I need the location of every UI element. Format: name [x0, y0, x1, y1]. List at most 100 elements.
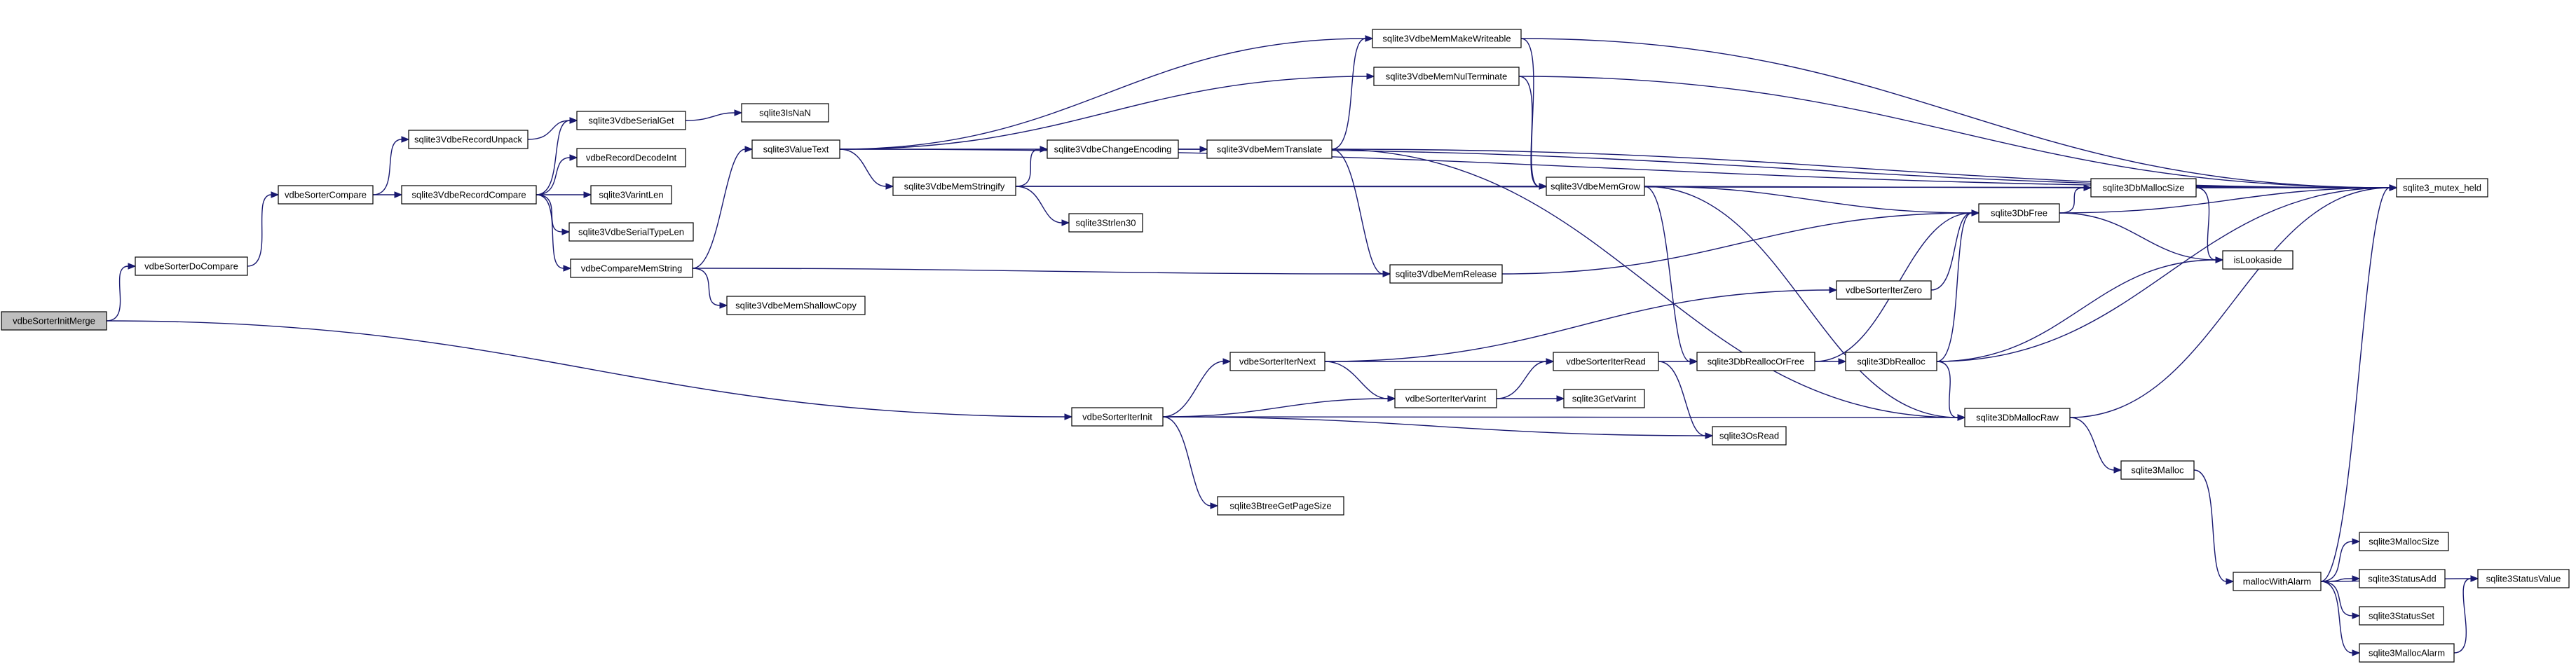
node-label: sqlite3VdbeMemMakeWriteable	[1382, 34, 1511, 44]
node-sqlite3-vdbe-mem-shallow-copy[interactable]: sqlite3VdbeMemShallowCopy	[726, 296, 866, 315]
edge-sqlite3-vdbe-serial-get-to-sqlite3-is-na-n	[685, 109, 743, 121]
node-box	[590, 185, 672, 205]
node-box	[1206, 139, 1333, 159]
node-sqlite3-vdbe-mem-translate[interactable]: sqlite3VdbeMemTranslate	[1206, 139, 1333, 159]
node-label: sqlite3VarintLen	[599, 190, 663, 200]
node-sqlite3-vdbe-mem-grow[interactable]: sqlite3VdbeMemGrow	[1546, 177, 1645, 196]
node-box	[1372, 29, 1522, 48]
node-sqlite3-vdbe-record-unpack[interactable]: sqlite3VdbeRecordUnpack	[408, 130, 529, 149]
node-sqlite3-value-text[interactable]: sqlite3ValueText	[751, 139, 840, 159]
node-sqlite3-vdbe-mem-stringify[interactable]: sqlite3VdbeMemStringify	[892, 177, 1016, 196]
node-label: vdbeSorterDoCompare	[144, 261, 238, 272]
edge-sqlite3-vdbe-mem-stringify-to-sqlite3-vdbe-change-encoding	[1015, 146, 1049, 187]
edge-vdbe-sorter-iter-init-to-sqlite3-os-read	[1162, 416, 1714, 439]
node-vdbe-sorter-iter-init[interactable]: vdbeSorterIterInit	[1071, 407, 1164, 427]
node-box	[570, 258, 693, 278]
edge-vdbe-sorter-init-merge-to-vdbe-sorter-iter-init	[106, 320, 1073, 420]
node-sqlite3-db-free[interactable]: sqlite3DbFree	[1978, 203, 2060, 223]
node-sqlite3-db-malloc-raw[interactable]: sqlite3DbMallocRaw	[1964, 408, 2071, 427]
node-sqlite3-db-realloc[interactable]: sqlite3DbRealloc	[1845, 352, 1937, 371]
node-box	[1563, 389, 1645, 408]
edge-vdbe-sorter-iter-init-to-sqlite3-db-malloc-raw	[1162, 414, 1966, 421]
node-box	[135, 256, 248, 276]
node-label: vdbeSorterIterNext	[1239, 357, 1316, 367]
node-sqlite3-vdbe-mem-nul-terminate[interactable]: sqlite3VdbeMemNulTerminate	[1373, 67, 1520, 86]
node-label: sqlite3VdbeChangeEncoding	[1054, 144, 1172, 155]
node-box	[408, 130, 529, 149]
node-sqlite3-os-read[interactable]: sqlite3OsRead	[1712, 426, 1787, 446]
edge-vdbe-sorter-iter-init-to-sqlite3-btree-get-page-size	[1162, 416, 1219, 509]
node-vdbe-record-decode-int[interactable]: vdbeRecordDecodeInt	[576, 148, 686, 167]
node-label: sqlite3_mutex_held	[2403, 183, 2481, 193]
node-label: sqlite3ValueText	[763, 144, 829, 155]
edge-vdbe-sorter-iter-next-to-vdbe-sorter-iter-read	[1324, 358, 1555, 365]
edge-sqlite3-vdbe-mem-grow-to-sqlite3-db-realloc-or-free	[1644, 186, 1698, 365]
node-box	[2359, 532, 2449, 551]
node-vdbe-sorter-iter-varint[interactable]: vdbeSorterIterVarint	[1394, 389, 1497, 408]
node-vdbe-sorter-compare[interactable]: vdbeSorterCompare	[278, 185, 374, 205]
node-label: sqlite3VdbeSerialGet	[588, 116, 674, 126]
edge-vdbe-compare-mem-string-to-sqlite3-vdbe-mem-release	[692, 268, 1391, 277]
edge-sqlite3-db-realloc-to-sqlite3-db-free	[1936, 209, 1980, 362]
node-sqlite3-varint-len[interactable]: sqlite3VarintLen	[590, 185, 672, 205]
node-vdbe-sorter-iter-zero[interactable]: vdbeSorterIterZero	[1836, 280, 1932, 300]
node-label: sqlite3GetVarint	[1572, 394, 1637, 404]
node-sqlite3-vdbe-change-encoding[interactable]: sqlite3VdbeChangeEncoding	[1047, 139, 1179, 159]
node-box	[892, 177, 1016, 196]
node-box	[726, 296, 866, 315]
node-label: sqlite3VdbeRecordCompare	[411, 190, 526, 200]
node-vdbe-sorter-iter-read[interactable]: vdbeSorterIterRead	[1553, 352, 1659, 371]
node-label: sqlite3VdbeMemShallowCopy	[735, 301, 857, 311]
node-sqlite3-vdbe-mem-release[interactable]: sqlite3VdbeMemRelease	[1389, 264, 1503, 284]
edge-sqlite3-vdbe-mem-translate-to-sqlite3-vdbe-mem-release	[1331, 149, 1391, 277]
node-sqlite3-mutex-held[interactable]: sqlite3_mutex_held	[2396, 178, 2488, 198]
edge-sqlite3-vdbe-mem-make-writeable-to-sqlite3-mutex-held	[1520, 38, 2398, 191]
node-sqlite3-db-malloc-size[interactable]: sqlite3DbMallocSize	[2090, 178, 2197, 198]
node-box	[2477, 569, 2570, 588]
node-sqlite3-status-add[interactable]: sqlite3StatusAdd	[2359, 569, 2446, 588]
edge-vdbe-sorter-compare-to-sqlite3-vdbe-record-unpack	[372, 136, 410, 195]
node-label: sqlite3VdbeRecordUnpack	[414, 135, 522, 145]
edge-malloc-with-alarm-to-sqlite3-malloc-alarm	[2320, 581, 2361, 656]
node-box	[1047, 139, 1179, 159]
node-sqlite3-status-value[interactable]: sqlite3StatusValue	[2477, 569, 2570, 588]
edge-malloc-with-alarm-to-sqlite3-status-set	[2320, 581, 2361, 619]
node-box	[401, 185, 537, 205]
node-sqlite3-vdbe-record-compare[interactable]: sqlite3VdbeRecordCompare	[401, 185, 537, 205]
node-is-lookaside[interactable]: isLookaside	[2222, 250, 2294, 270]
node-label: vdbeSorterCompare	[285, 190, 367, 200]
node-vdbe-sorter-iter-next[interactable]: vdbeSorterIterNext	[1229, 352, 1326, 371]
node-sqlite3-status-set[interactable]: sqlite3StatusSet	[2359, 606, 2444, 626]
node-label: sqlite3VdbeMemStringify	[904, 181, 1005, 192]
function-nodes: vdbeSorterInitMergevdbeSorterDoComparevd…	[1, 29, 2570, 663]
node-label: sqlite3VdbeSerialTypeLen	[578, 227, 684, 237]
node-sqlite3-malloc-size[interactable]: sqlite3MallocSize	[2359, 532, 2449, 551]
node-vdbe-sorter-do-compare[interactable]: vdbeSorterDoCompare	[135, 256, 248, 276]
node-label: sqlite3StatusValue	[2486, 574, 2561, 584]
edge-vdbe-sorter-iter-next-to-vdbe-sorter-iter-varint	[1324, 361, 1396, 402]
node-label: sqlite3DbMallocSize	[2102, 183, 2184, 193]
edge-vdbe-compare-mem-string-to-sqlite3-vdbe-mem-shallow-copy	[692, 268, 728, 309]
node-malloc-with-alarm[interactable]: mallocWithAlarm	[2233, 572, 2322, 591]
node-sqlite3-malloc-alarm[interactable]: sqlite3MallocAlarm	[2359, 643, 2455, 663]
edge-sqlite3-malloc-alarm-to-sqlite3-status-value	[2453, 575, 2479, 654]
node-label: sqlite3VdbeMemNulTerminate	[1386, 71, 1507, 82]
node-sqlite3-btree-get-page-size[interactable]: sqlite3BtreeGetPageSize	[1217, 496, 1344, 516]
node-vdbe-compare-mem-string[interactable]: vdbeCompareMemString	[570, 258, 693, 278]
node-label: vdbeCompareMemString	[581, 263, 683, 274]
edge-sqlite3-vdbe-mem-translate-to-sqlite3-vdbe-mem-make-writeable	[1331, 35, 1374, 150]
edge-sqlite3-value-text-to-sqlite3-vdbe-mem-make-writeable	[839, 35, 1374, 150]
node-sqlite3-vdbe-serial-get[interactable]: sqlite3VdbeSerialGet	[576, 111, 686, 130]
node-sqlite3-get-varint[interactable]: sqlite3GetVarint	[1563, 389, 1645, 408]
node-box	[1217, 496, 1344, 516]
node-sqlite3-is-na-n[interactable]: sqlite3IsNaN	[741, 103, 829, 123]
node-label: vdbeSorterIterRead	[1566, 357, 1645, 367]
edge-vdbe-sorter-iter-init-to-vdbe-sorter-iter-varint	[1162, 395, 1396, 418]
node-sqlite3-vdbe-mem-make-writeable[interactable]: sqlite3VdbeMemMakeWriteable	[1372, 29, 1522, 48]
node-sqlite3-db-realloc-or-free[interactable]: sqlite3DbReallocOrFree	[1696, 352, 1815, 371]
node-sqlite3-malloc[interactable]: sqlite3Malloc	[2120, 460, 2195, 480]
node-sqlite3-strlen30[interactable]: sqlite3Strlen30	[1068, 213, 1143, 233]
node-box	[1696, 352, 1815, 371]
node-box	[1845, 352, 1937, 371]
node-sqlite3-vdbe-serial-type-len[interactable]: sqlite3VdbeSerialTypeLen	[568, 222, 694, 242]
